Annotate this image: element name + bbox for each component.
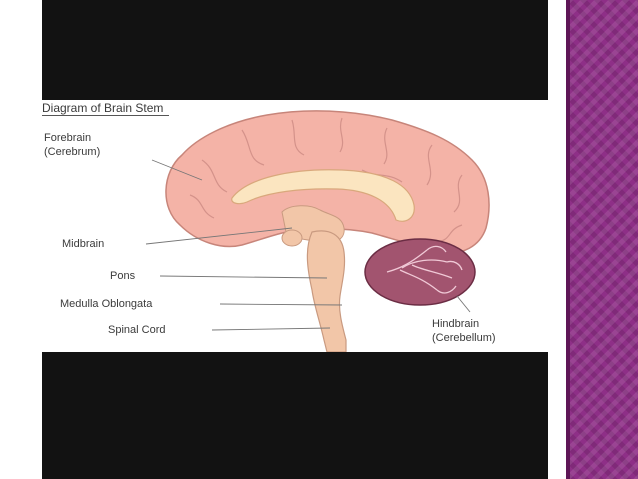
brainstem-shape: [306, 230, 347, 352]
brain-stem-diagram: Diagram of Brain Stem: [42, 100, 548, 352]
forebrain-sub-label: (Cerebrum): [44, 146, 101, 158]
spinal-cord-label: Spinal Cord: [108, 324, 166, 336]
corpus-callosum: [231, 169, 415, 222]
midbrain-label: Midbrain: [62, 238, 105, 250]
medulla-label: Medulla Oblongata: [60, 298, 153, 310]
leader-lines: [145, 159, 471, 331]
forebrain-label: Forebrain: [44, 132, 92, 144]
hindbrain-label: Hindbrain: [432, 318, 480, 330]
pineal-shape: [281, 229, 303, 247]
bottom-black-bar: [42, 352, 548, 479]
top-black-bar: [42, 0, 548, 100]
diagram-title: Diagram of Brain Stem: [42, 102, 170, 116]
cerebellum-shape: [364, 238, 476, 306]
hindbrain-sub-label: (Cerebellum): [432, 332, 496, 344]
brain-illustration: [145, 110, 490, 352]
pons-label: Pons: [110, 270, 136, 282]
purple-side-band: [566, 0, 638, 479]
cerebellum-arbor: [386, 245, 463, 294]
